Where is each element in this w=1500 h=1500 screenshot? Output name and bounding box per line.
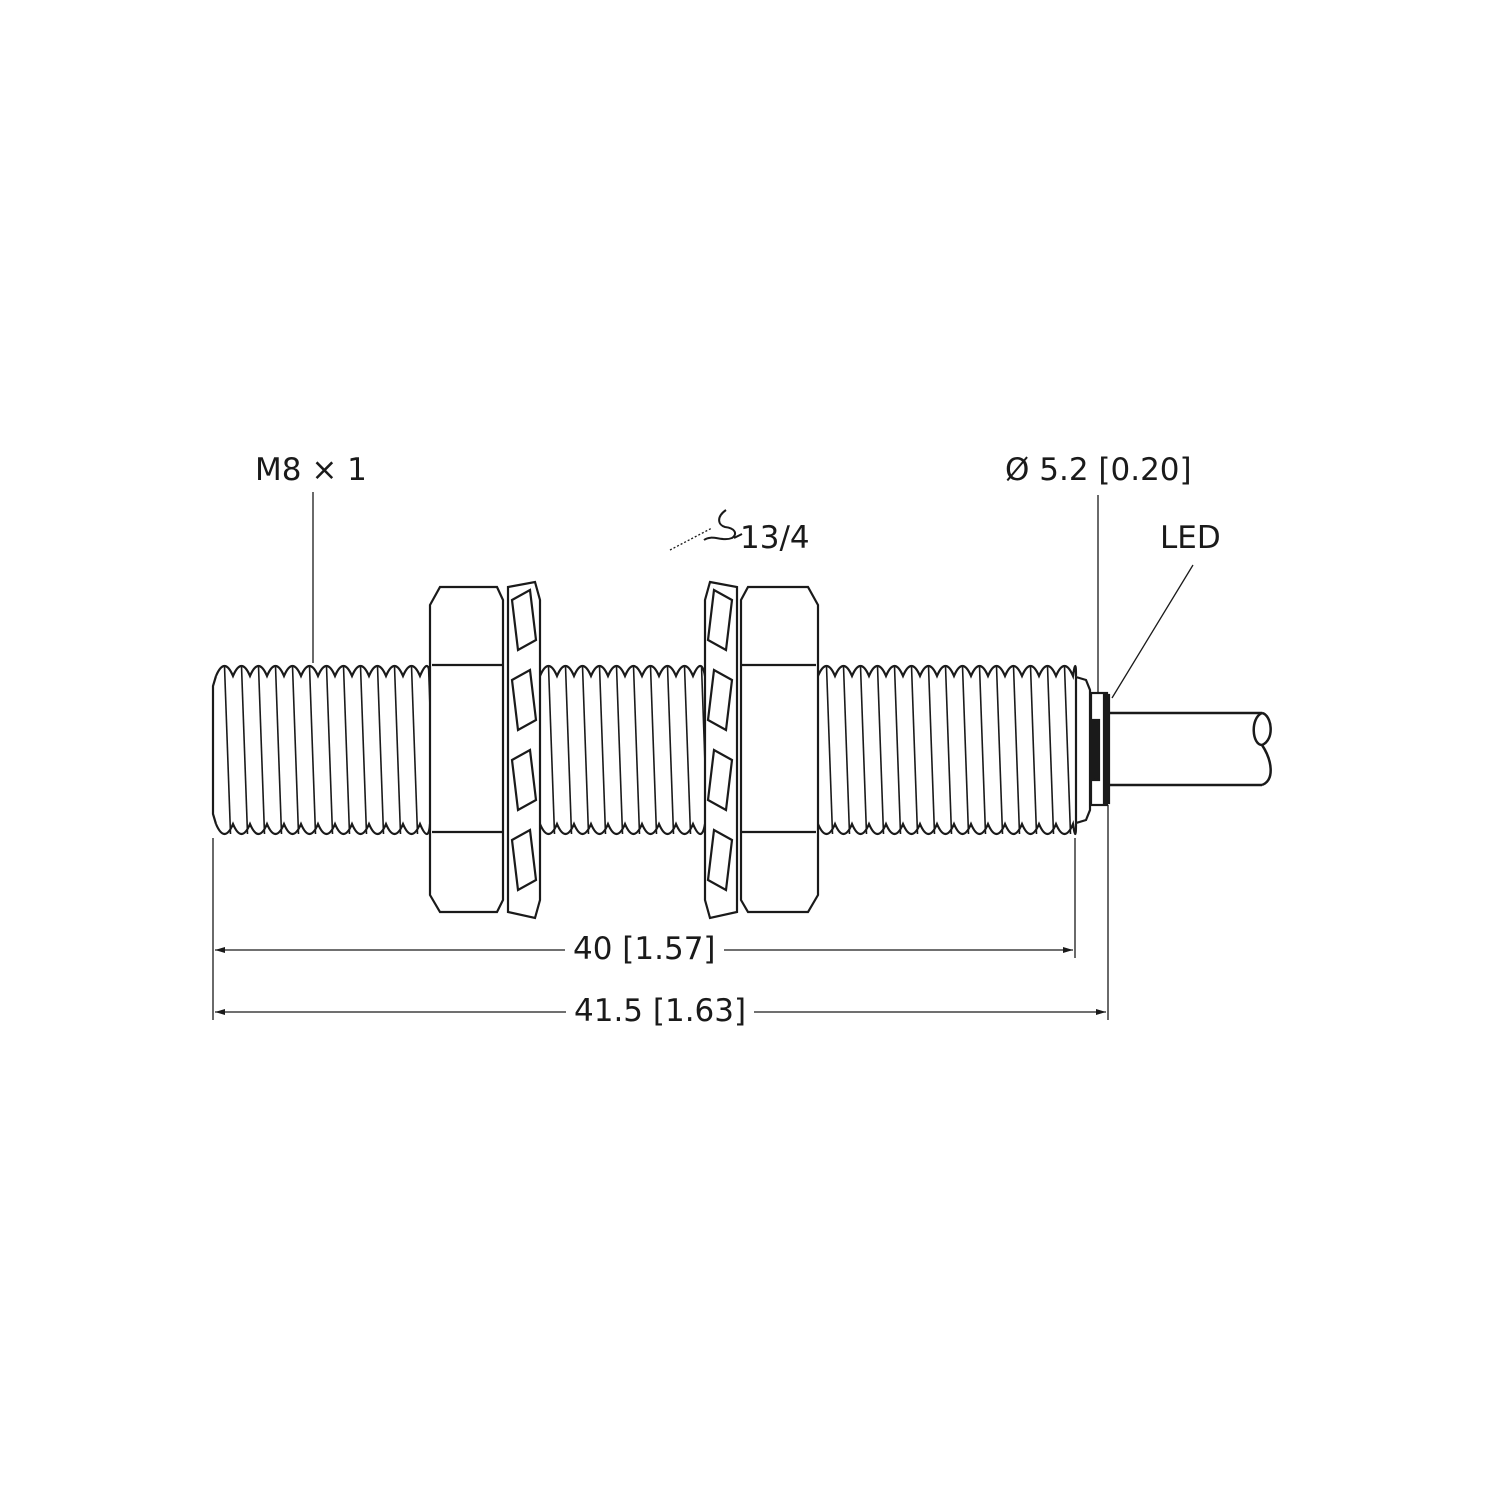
thread-line xyxy=(359,665,368,835)
thread-line xyxy=(859,665,868,835)
lock-washer-left xyxy=(506,580,542,920)
thread-line xyxy=(376,665,385,835)
thread-line xyxy=(995,665,1004,835)
led-label: LED xyxy=(1160,520,1221,556)
thread-profile xyxy=(214,664,432,679)
thread-line xyxy=(1029,665,1038,835)
wrench-size-label: 13/4 xyxy=(740,520,810,556)
thread-line xyxy=(564,665,573,835)
cable-diameter-label: Ø 5.2 [0.20] xyxy=(1005,452,1192,488)
thread-profile xyxy=(816,819,1078,836)
thread-line xyxy=(632,665,641,835)
hex-nut-left xyxy=(428,585,505,914)
thread-line xyxy=(1063,665,1072,835)
thread-line xyxy=(927,665,936,835)
thread-line xyxy=(308,665,317,835)
sensor-face xyxy=(211,675,218,825)
thread-line xyxy=(291,665,300,835)
thread-line xyxy=(223,665,232,835)
thread-profile xyxy=(214,821,432,836)
led-indicator xyxy=(1091,718,1101,782)
thread-line xyxy=(649,665,658,835)
thread-line xyxy=(842,665,851,835)
thread-profile xyxy=(538,664,707,679)
thread-line xyxy=(274,665,283,835)
hex-nut-right xyxy=(739,585,820,914)
thread-line xyxy=(1046,665,1055,835)
thread-line xyxy=(944,665,953,835)
lock-washer-right xyxy=(703,580,739,920)
thread-line xyxy=(893,665,902,835)
length-41-5-label: 41.5 [1.63] xyxy=(566,993,755,1029)
length-40-label: 40 [1.57] xyxy=(565,931,724,967)
thread-line xyxy=(876,665,885,835)
thread-line xyxy=(825,665,834,835)
thread-line xyxy=(910,665,919,835)
thread-profile xyxy=(538,821,707,836)
thread-line xyxy=(342,665,351,835)
thread-line xyxy=(978,665,987,835)
thread-line xyxy=(961,665,970,835)
thread-line xyxy=(240,665,249,835)
thread-line xyxy=(257,665,266,835)
thread-line xyxy=(547,665,556,835)
sensor-end-cap xyxy=(1074,675,1111,825)
wrench-icon xyxy=(703,509,743,541)
thread-line xyxy=(1012,665,1021,835)
thread-line xyxy=(581,665,590,835)
thread-line xyxy=(393,665,402,835)
threaded-body xyxy=(211,664,1078,836)
thread-line xyxy=(683,665,692,835)
cable xyxy=(1109,711,1272,787)
thread-label: M8 × 1 xyxy=(255,452,367,488)
thread-profile xyxy=(816,664,1078,681)
thread-line xyxy=(615,665,624,835)
thread-line xyxy=(325,665,334,835)
thread-line xyxy=(598,665,607,835)
thread-line xyxy=(410,665,419,835)
thread-line xyxy=(666,665,675,835)
